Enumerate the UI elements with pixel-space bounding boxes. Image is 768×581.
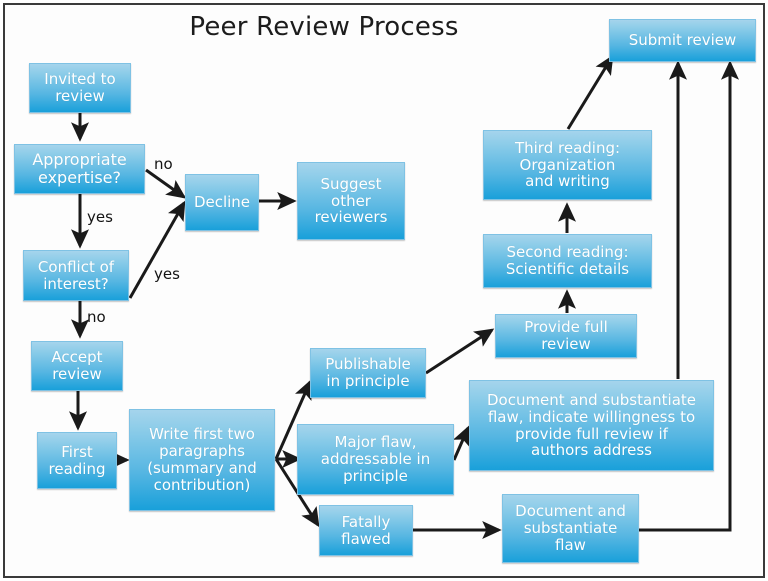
node-label: Publishable in principle <box>325 355 411 390</box>
edge-label-no-expertise: no <box>154 155 173 173</box>
node-label: Appropriate expertise? <box>32 150 127 187</box>
node-accept-review[interactable]: Accept review <box>31 341 123 391</box>
node-label: Conflict of interest? <box>37 257 115 293</box>
node-appropriate-expertise[interactable]: Appropriate expertise? <box>14 144 145 194</box>
node-label: Write first two paragraphs (summary and … <box>147 425 257 494</box>
node-label: Second reading: Scientific details <box>505 243 630 278</box>
node-document-substantiate-willingness[interactable]: Document and substantiate flaw, indicate… <box>469 380 714 471</box>
node-first-reading[interactable]: First reading <box>37 432 117 489</box>
node-second-reading[interactable]: Second reading: Scientific details <box>483 234 652 288</box>
node-label: Document and substantiate flaw <box>515 502 626 554</box>
node-label: Invited to review <box>44 70 116 105</box>
node-label: Decline <box>193 193 251 212</box>
edge-label-yes-conflict: yes <box>154 265 180 283</box>
node-document-substantiate-flaw[interactable]: Document and substantiate flaw <box>502 494 639 563</box>
node-fatally-flawed[interactable]: Fatally flawed <box>319 505 413 556</box>
node-suggest-other-reviewers[interactable]: Suggest other reviewers <box>297 162 405 240</box>
edge-label-yes-expertise: yes <box>87 208 113 226</box>
node-conflict-of-interest[interactable]: Conflict of interest? <box>23 250 129 301</box>
page-title: Peer Review Process <box>189 12 459 42</box>
node-third-reading[interactable]: Third reading: Organization and writing <box>483 130 652 200</box>
node-label: Fatally flawed <box>341 512 391 548</box>
node-label: Provide full review <box>524 318 608 353</box>
node-label: Document and substantiate flaw, indicate… <box>486 390 697 460</box>
node-invited-to-review[interactable]: Invited to review <box>29 63 131 113</box>
node-label: Suggest other reviewers <box>314 174 388 227</box>
node-submit-review[interactable]: Submit review <box>609 19 756 62</box>
node-label: Third reading: Organization and writing <box>514 138 621 191</box>
node-label: Major flaw, addressable in principle <box>320 433 431 485</box>
node-label: First reading <box>48 442 106 478</box>
node-label: Submit review <box>628 31 737 50</box>
node-write-first-two-paragraphs[interactable]: Write first two paragraphs (summary and … <box>129 409 275 511</box>
node-decline[interactable]: Decline <box>185 174 259 231</box>
node-label: Accept review <box>51 348 103 383</box>
edge-label-no-conflict: no <box>87 308 106 326</box>
node-publishable-in-principle[interactable]: Publishable in principle <box>310 348 426 398</box>
node-provide-full-review[interactable]: Provide full review <box>495 314 637 358</box>
node-major-flaw-addressable[interactable]: Major flaw, addressable in principle <box>297 424 454 495</box>
